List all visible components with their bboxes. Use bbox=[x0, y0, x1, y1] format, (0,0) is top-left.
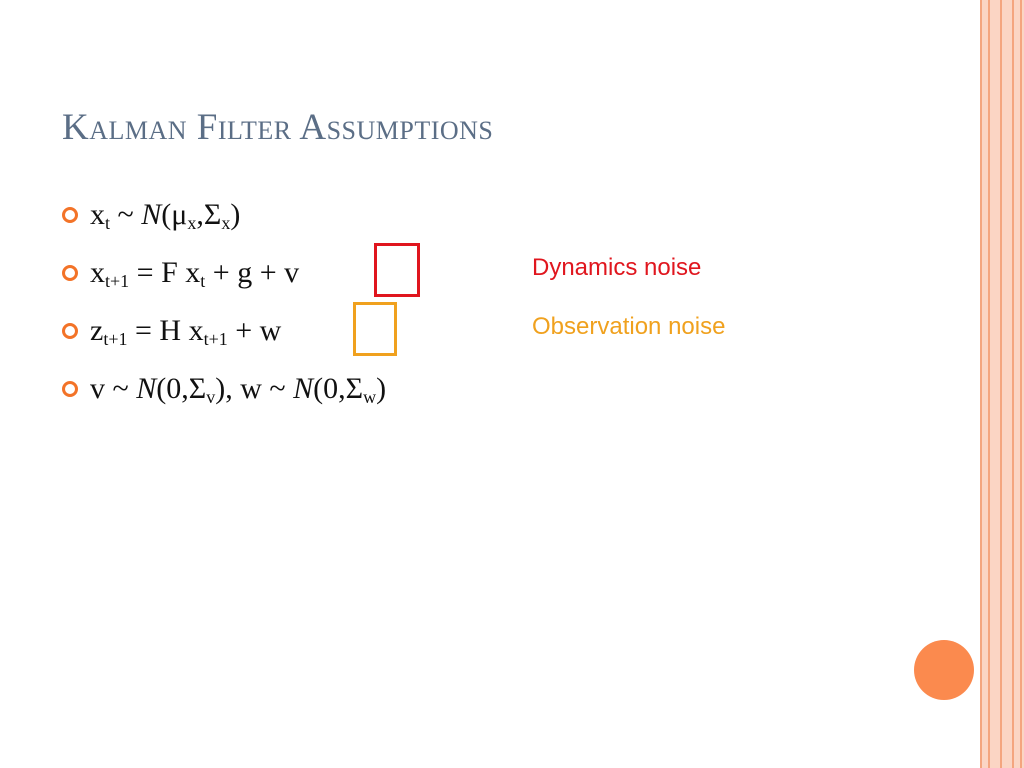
bullet-item: zt+1 = H xt+1 + w bbox=[62, 302, 386, 360]
right-border-line bbox=[980, 0, 982, 768]
equation: v ~ N(0,Σv), w ~ N(0,Σw) bbox=[90, 372, 386, 406]
subscript: t bbox=[200, 271, 206, 291]
right-border-line bbox=[1000, 0, 1002, 768]
equation-text: z bbox=[90, 314, 104, 347]
equation-text: + g + v bbox=[205, 256, 300, 289]
equation-text: = H x bbox=[127, 314, 204, 347]
bullet-list: xt ~ N(μx,Σx) xt+1 = F xt + g + v zt+1 =… bbox=[62, 186, 386, 418]
equation-text: x bbox=[90, 198, 105, 231]
dynamics-noise-label: Dynamics noise bbox=[532, 254, 702, 281]
italic-symbol: N bbox=[136, 372, 157, 405]
subscript: x bbox=[187, 213, 197, 233]
right-border-band bbox=[980, 0, 1024, 768]
dynamics-noise-highlight-box bbox=[374, 243, 420, 297]
bullet-item: v ~ N(0,Σv), w ~ N(0,Σw) bbox=[62, 360, 386, 418]
bullet-circle-icon bbox=[62, 265, 78, 281]
equation-text: ~ bbox=[110, 198, 142, 231]
subscript: t bbox=[105, 213, 111, 233]
bullet-circle-icon bbox=[62, 381, 78, 397]
subscript: t+1 bbox=[105, 271, 130, 291]
equation-text: = F x bbox=[129, 256, 201, 289]
equation: xt+1 = F xt + g + v bbox=[90, 256, 299, 290]
equation-text: v ~ bbox=[90, 372, 137, 405]
equation-text: + w bbox=[227, 314, 282, 347]
italic-symbol: N bbox=[293, 372, 314, 405]
observation-noise-highlight-box bbox=[353, 302, 397, 356]
slide-title: Kalman Filter Assumptions bbox=[62, 107, 494, 148]
equation-text: ) bbox=[230, 198, 241, 231]
right-border-line bbox=[1012, 0, 1014, 768]
equation: xt ~ N(μx,Σx) bbox=[90, 198, 240, 232]
subscript: t+1 bbox=[203, 329, 228, 349]
equation: zt+1 = H xt+1 + w bbox=[90, 314, 281, 348]
equation-text: (μ bbox=[161, 198, 188, 231]
equation-text: (0,Σ bbox=[313, 372, 364, 405]
bullet-item: xt+1 = F xt + g + v bbox=[62, 244, 386, 302]
equation-text: (0,Σ bbox=[156, 372, 207, 405]
subscript: t+1 bbox=[103, 329, 128, 349]
equation-text: ) bbox=[376, 372, 387, 405]
subscript: x bbox=[221, 213, 231, 233]
bullet-circle-icon bbox=[62, 207, 78, 223]
decorative-circle bbox=[914, 640, 974, 700]
observation-noise-label: Observation noise bbox=[532, 313, 726, 340]
right-border-line bbox=[1020, 0, 1022, 768]
bullet-circle-icon bbox=[62, 323, 78, 339]
equation-text: ,Σ bbox=[196, 198, 222, 231]
subscript: v bbox=[206, 387, 216, 407]
italic-symbol: N bbox=[141, 198, 162, 231]
equation-text: x bbox=[90, 256, 105, 289]
subscript: w bbox=[363, 387, 377, 407]
equation-text: ), w ~ bbox=[215, 372, 294, 405]
bullet-item: xt ~ N(μx,Σx) bbox=[62, 186, 386, 244]
right-border-line bbox=[988, 0, 990, 768]
